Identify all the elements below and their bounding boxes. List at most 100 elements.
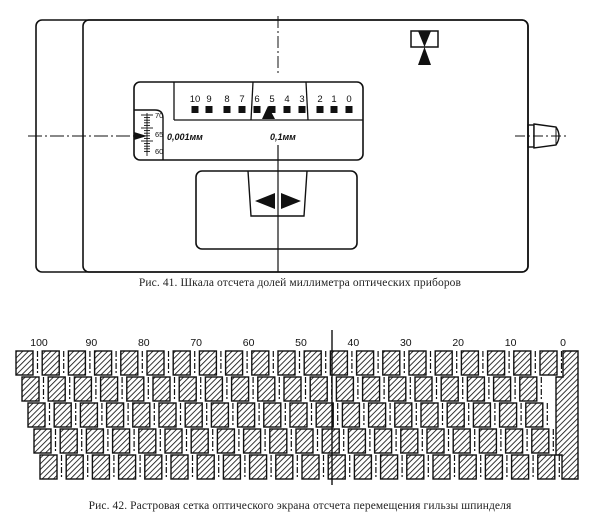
grid-cell	[531, 428, 550, 454]
grid-cell	[263, 402, 282, 428]
grid-cell	[432, 454, 451, 480]
grid-cell	[321, 428, 340, 454]
grid-cell	[117, 454, 137, 480]
grid-cell	[367, 402, 387, 428]
left-arrow-icon	[255, 193, 275, 209]
grid-cell	[196, 454, 215, 480]
vernier-scale-strip	[134, 109, 164, 160]
grid-scale-label: 100	[30, 337, 48, 349]
grid-scale-label: 10	[505, 337, 517, 349]
grid-cell	[440, 376, 459, 402]
grid-cell	[289, 402, 308, 428]
grid-cell	[172, 350, 191, 376]
grid-cell	[303, 350, 322, 376]
main-scale-unit-label: 0,1мм	[270, 132, 296, 142]
grid-cell	[283, 376, 302, 402]
main-scale-mark	[238, 106, 246, 113]
grid-cell	[210, 402, 230, 428]
grid-cell	[394, 402, 413, 428]
grid-cell	[406, 454, 425, 480]
grid-cell	[178, 376, 197, 402]
grid-cell	[295, 428, 314, 454]
grid-cell	[361, 376, 381, 402]
main-scale-label: 10	[190, 94, 201, 105]
grid-cell	[466, 376, 486, 402]
grid-cell	[513, 350, 532, 376]
grid-cell	[99, 376, 119, 402]
grid-cell	[426, 428, 445, 454]
main-scale-label: 8	[224, 94, 229, 105]
grid-cell	[85, 428, 105, 454]
grid-cell	[420, 402, 439, 428]
direction-window	[195, 170, 358, 250]
grid-cell	[486, 350, 506, 376]
grid-cell	[537, 454, 556, 480]
grid-cell	[39, 454, 58, 480]
zero-end-block	[555, 350, 579, 480]
grid-cell	[67, 350, 87, 376]
grid-cell	[152, 376, 171, 402]
grid-cell	[277, 350, 296, 376]
grid-cell	[47, 376, 66, 402]
main-scale-mark	[223, 106, 231, 113]
grid-scale-label: 40	[348, 337, 360, 349]
main-scale-label: 2	[317, 94, 322, 105]
grid-cell	[347, 428, 367, 454]
grid-cell	[73, 376, 93, 402]
main-scale-mark	[283, 106, 291, 113]
vernier-label: 65	[155, 130, 163, 139]
grid-cell	[335, 376, 355, 402]
grid-scale-label: 0	[560, 337, 566, 349]
grid-cell	[105, 402, 125, 428]
grid-cell	[504, 428, 524, 454]
grid-cell	[65, 454, 84, 480]
grid-cell	[251, 350, 270, 376]
grid-cell	[301, 454, 320, 480]
main-scale-mark	[345, 106, 353, 113]
main-scale-label: 0	[346, 94, 351, 105]
grid-cell	[146, 350, 165, 376]
grid-cell	[373, 428, 393, 454]
grid-cell	[204, 376, 224, 402]
grid-scale-label: 80	[138, 337, 150, 349]
main-scale-strip	[173, 81, 363, 121]
grid-cell	[21, 376, 40, 402]
grid-cell	[498, 402, 518, 428]
main-scale-mark	[330, 106, 338, 113]
grid-cell	[91, 454, 111, 480]
main-scale-pointer-icon	[262, 106, 275, 119]
grid-scale-label: 70	[190, 337, 202, 349]
grid-cell	[484, 454, 504, 480]
grid-cell	[216, 428, 236, 454]
grid-cell	[309, 376, 328, 402]
right-arrow-icon	[281, 193, 301, 209]
grid-cell	[164, 428, 183, 454]
grid-cell	[198, 350, 218, 376]
grid-scale-label: 90	[86, 337, 98, 349]
grid-cell	[138, 428, 157, 454]
grid-cell	[120, 350, 139, 376]
grid-cell	[242, 428, 262, 454]
grid-cell	[388, 376, 407, 402]
grid-cell	[248, 454, 268, 480]
grid-cell	[341, 402, 361, 428]
grid-cell	[144, 454, 163, 480]
main-scale-label: 4	[284, 94, 289, 105]
main-scale-label: 1	[331, 94, 336, 105]
grid-scale-label: 30	[400, 337, 412, 349]
grid-scale-label: 50	[295, 337, 307, 349]
vernier-label: 60	[155, 147, 163, 156]
main-scale-mark	[268, 106, 276, 113]
grid-cell	[132, 402, 151, 428]
vernier-pointer-icon	[134, 132, 147, 140]
grid-cell	[236, 402, 256, 428]
vernier-unit-label: 0,001мм	[167, 132, 203, 142]
main-scale-mark	[205, 106, 213, 113]
grid-cell	[434, 350, 453, 376]
grid-cell	[510, 454, 530, 480]
grid-cell	[27, 402, 46, 428]
grid-cell	[269, 428, 288, 454]
grid-cell	[446, 402, 465, 428]
